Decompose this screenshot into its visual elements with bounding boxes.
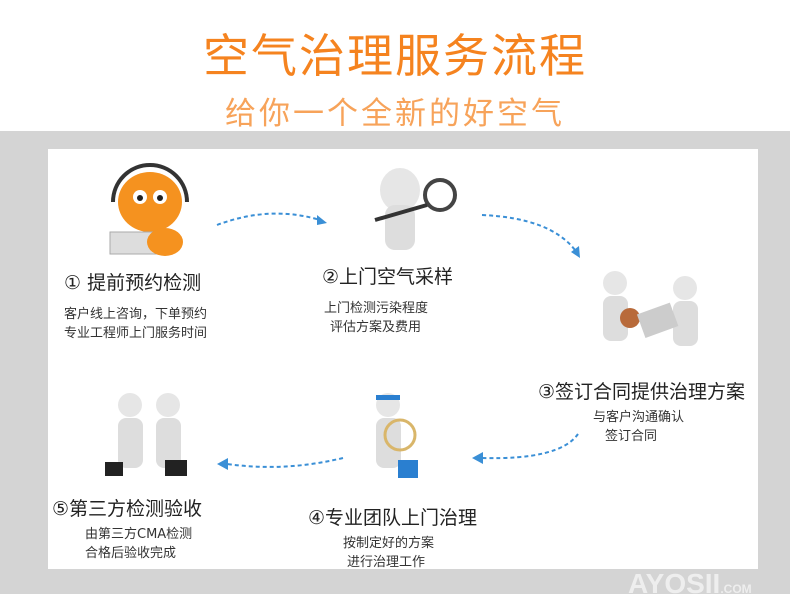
page-subtitle: 给你一个全新的好空气 [225,96,565,132]
step-title: ① 提前预约检测 [64,272,202,294]
step-line: 签订合同 [605,429,658,444]
page-title: 空气治理服务流程 [203,29,587,83]
inspector-magnifier-icon [374,168,457,250]
step-3: ③签订合同提供治理方案 与客户沟通确认签订合同 [538,377,745,446]
step-line: 专业工程师上门服务时间 [64,326,208,341]
flow-arrow-3-4 [472,433,579,464]
step-line: 合格后验收完成 [85,546,177,561]
handshake-icon [105,393,187,476]
step-line: 客户线上咨询，下单预约 [64,307,208,322]
step-title: ③签订合同提供治理方案 [538,381,746,403]
step-line: 上门检测污染程度 [324,301,429,316]
step-line: 与客户沟通确认 [593,410,685,425]
watermark-logo: AYOSII.COM [628,568,752,600]
watermark-suffix: .COM [720,582,752,596]
step-title: ④专业团队上门治理 [308,507,478,529]
mascot-laptop-icon [109,163,189,256]
contract-handover-icon [603,271,698,346]
step-title: ②上门空气采样 [322,266,454,288]
technician-icon [376,393,418,478]
flow-arrow-4-5 [217,457,344,470]
step-2: ②上门空气采样 上门检测污染程度评估方案及费用 [322,262,453,337]
flow-arrow-1-2 [216,212,327,226]
step-title: ⑤第三方检测验收 [52,498,203,520]
step-line: 按制定好的方案 [343,536,435,551]
step-line: 进行治理工作 [347,555,426,570]
step-line: 由第三方CMA检测 [85,527,193,542]
watermark-brand: AYOSII [628,568,721,599]
step-4: ④专业团队上门治理 按制定好的方案进行治理工作 [308,503,477,572]
flow-arrow-2-3 [481,214,580,258]
step-5: ⑤第三方检测验收 由第三方CMA检测合格后验收完成 [52,494,202,563]
step-line: 评估方案及费用 [330,320,422,335]
step-1: ① 提前预约检测 客户线上咨询，下单预约专业工程师上门服务时间 [64,268,207,343]
